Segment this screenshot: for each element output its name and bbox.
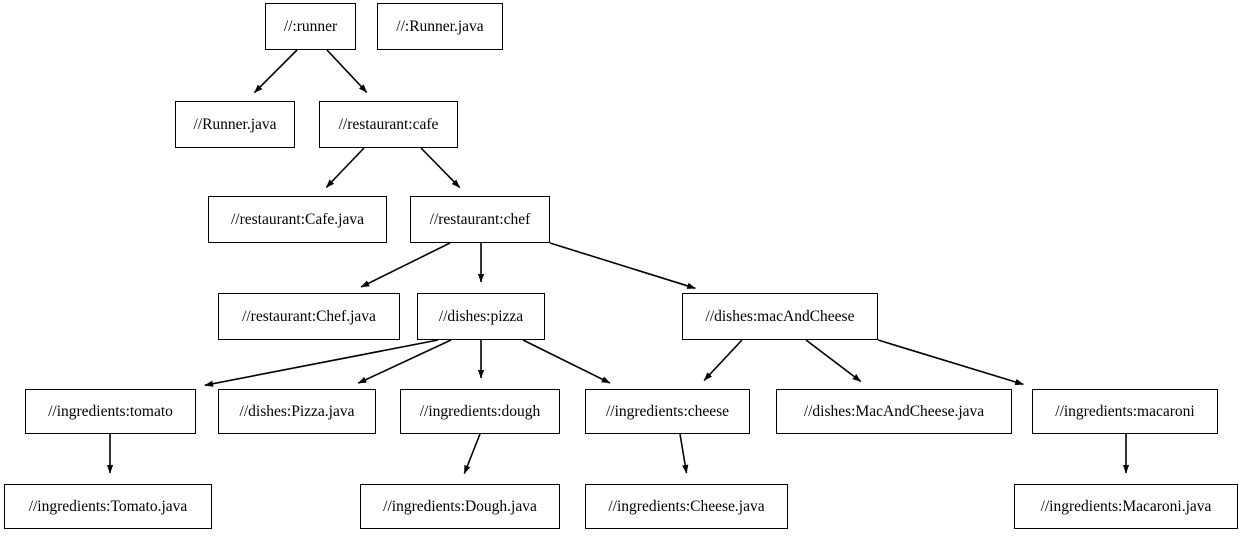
graph-edge-restaurant_cafe-to-restaurant_chef [420,147,461,189]
graph-node-label: //ingredients:Macaroni.java [1040,497,1212,515]
graph-edge-ing_cheese-to-ing_cheese_java [679,433,689,474]
graph-node-label: //restaurant:cafe [338,115,439,133]
graph-node-ing_dough_java[interactable]: //ingredients:Dough.java [360,484,560,529]
graph-node-restaurant_chef_java[interactable]: //restaurant:Chef.java [218,293,400,340]
graph-node-ing_tomato_java[interactable]: //ingredients:Tomato.java [4,484,212,529]
graph-node-label: //ingredients:cheese [605,402,730,420]
graph-edge-runner-to-restaurant_cafe [326,49,368,93]
graph-edge-dishes_pizza-to-dishes_pizza_java [357,339,452,384]
graph-node-label: //:runner [283,17,338,35]
graph-node-ing_macaroni[interactable]: //ingredients:macaroni [1032,389,1218,434]
graph-node-label: //dishes:MacAndCheese.java [803,402,985,420]
graph-node-ing_cheese_java[interactable]: //ingredients:Cheese.java [585,484,788,529]
graph-edge-restaurant_cafe-to-restaurant_cafe_java [325,147,365,189]
graph-node-ing_tomato[interactable]: //ingredients:tomato [25,389,196,434]
graph-node-runner_java[interactable]: //Runner.java [175,101,295,148]
graph-edge-dishes_pizza-to-ing_cheese [522,339,611,384]
graph-node-dishes_pizza_java[interactable]: //dishes:Pizza.java [218,389,376,434]
graph-node-ing_cheese[interactable]: //ingredients:cheese [585,389,750,434]
graph-node-label: //ingredients:Dough.java [383,497,537,515]
graph-node-label: //:Runner.java [396,17,484,35]
graph-edge-runner-to-runner_java [253,49,298,94]
graph-node-label: //ingredients:dough [419,402,541,420]
graph-edge-ing_dough-to-ing_dough_java [463,433,481,475]
graph-node-dishes_macandcheese[interactable]: //dishes:macAndCheese [682,293,878,340]
graph-node-label: //ingredients:macaroni [1055,402,1195,420]
graph-node-label: //restaurant:Chef.java [242,307,376,325]
graph-edge-dishes_macandcheese-to-ing_cheese [703,339,743,381]
graph-node-restaurant_cafe[interactable]: //restaurant:cafe [319,101,458,148]
graph-node-label: //dishes:pizza [438,307,524,325]
graph-node-restaurant_cafe_java[interactable]: //restaurant:Cafe.java [208,196,387,243]
graph-node-label: //restaurant:Cafe.java [231,210,364,228]
graph-node-label: //dishes:macAndCheese [705,307,855,325]
graph-node-runner_java_root[interactable]: //:Runner.java [377,3,503,50]
graph-node-runner[interactable]: //:runner [265,3,356,50]
graph-node-label: //dishes:Pizza.java [239,402,355,420]
graph-node-label: //ingredients:Tomato.java [28,497,188,515]
graph-node-ing_dough[interactable]: //ingredients:dough [400,389,560,434]
graph-edge-dishes_macandcheese-to-ing_macaroni [877,339,1024,386]
graph-node-label: //Runner.java [193,115,277,133]
graph-node-ing_macaroni_java[interactable]: //ingredients:Macaroni.java [1014,484,1238,529]
graph-edge-dishes_macandcheese-to-dishes_mac_java [805,339,862,383]
graph-node-label: //ingredients:tomato [48,402,173,420]
graph-edge-dishes_pizza-to-ing_tomato [204,339,439,387]
graph-edge-restaurant_chef-to-dishes_macandcheese [549,242,696,290]
graph-node-label: //ingredients:Cheese.java [608,497,765,515]
graph-node-dishes_pizza[interactable]: //dishes:pizza [417,293,545,340]
graph-node-dishes_mac_java[interactable]: //dishes:MacAndCheese.java [776,389,1012,434]
graph-edge-restaurant_chef-to-restaurant_chef_java [360,242,451,288]
graph-node-label: //restaurant:chef [429,210,531,228]
graph-node-restaurant_chef[interactable]: //restaurant:chef [410,196,550,243]
